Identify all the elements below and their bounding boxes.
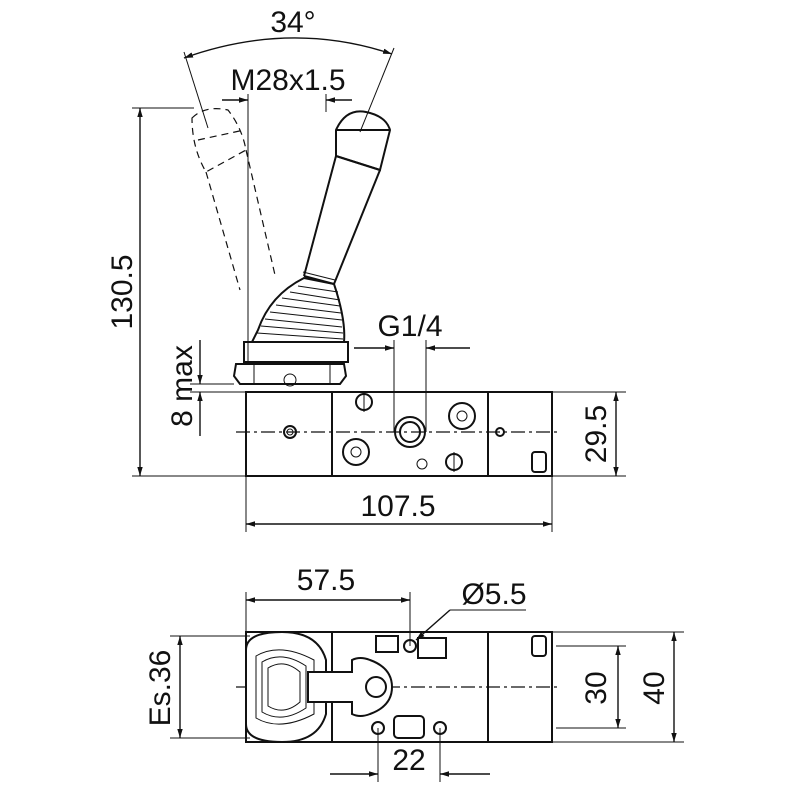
stroke-label: 8 max xyxy=(166,345,199,427)
body-length-label: 107.5 xyxy=(360,490,435,523)
height-label: 130.5 xyxy=(106,254,139,329)
thread-dimension: M28x1.5 xyxy=(222,64,352,364)
stroke-dimension: 8 max xyxy=(166,340,246,436)
angle-label: 34° xyxy=(270,6,315,39)
top-body xyxy=(236,630,560,744)
height-dimension: 130.5 xyxy=(106,107,246,477)
body-width-dimension: 40 xyxy=(552,631,684,743)
angle-dimension: 34° xyxy=(183,6,395,133)
flat-width-label: Es.36 xyxy=(144,650,177,727)
mount-distance-label: 57.5 xyxy=(297,564,355,597)
lever-handle xyxy=(302,110,392,285)
hole-spacing-label: 30 xyxy=(580,671,613,704)
thread-label: M28x1.5 xyxy=(230,64,345,97)
port-dimension: G1/4 xyxy=(354,310,470,432)
hole-diameter-dimension: Ø5.5 xyxy=(415,578,527,641)
hole-diameter-label: Ø5.5 xyxy=(461,578,526,611)
body-height-label: 29.5 xyxy=(580,405,613,463)
valve-body xyxy=(236,391,560,477)
port-label: G1/4 xyxy=(377,310,442,343)
top-view: 57.5 Ø5.5 Es.36 30 40 xyxy=(144,564,684,782)
lever-ghost-position xyxy=(191,108,276,291)
mount-distance-dimension: 57.5 xyxy=(245,564,411,646)
port-spacing-dimension: 22 xyxy=(330,728,490,782)
front-view: 34° M28x1.5 130.5 8 max xyxy=(106,6,626,532)
body-length-dimension: 107.5 xyxy=(245,476,553,532)
port-spacing-label: 22 xyxy=(392,744,425,777)
body-width-label: 40 xyxy=(638,671,671,704)
hole-spacing-dimension: 30 xyxy=(556,645,626,729)
flat-width-dimension: Es.36 xyxy=(144,635,250,739)
bellows xyxy=(232,276,349,387)
body-height-dimension: 29.5 xyxy=(552,391,626,477)
